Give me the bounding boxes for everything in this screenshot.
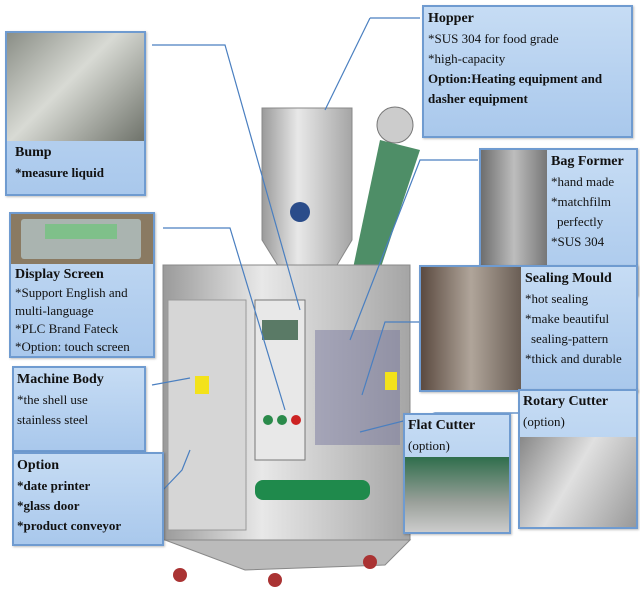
hopper-shape	[261, 107, 353, 286]
flat-cutter-sub: (option)	[408, 438, 450, 453]
bump-photo	[7, 33, 144, 141]
callout-flat-cutter: Flat Cutter (option)	[403, 413, 511, 534]
hopper-title: Hopper	[428, 11, 474, 26]
casters	[173, 555, 377, 587]
hopper-option: dasher equipment	[428, 91, 528, 106]
bump-title: Bump	[15, 145, 52, 160]
option-line: *date printer	[17, 478, 91, 493]
flat-cutter-photo	[405, 457, 509, 532]
callout-display-screen: Display Screen *Support English and mult…	[9, 212, 155, 358]
flat-cutter-title: Flat Cutter	[408, 418, 476, 433]
display-line: *Support English and	[15, 285, 128, 300]
callout-option: Option *date printer *glass door *produc…	[12, 452, 164, 546]
hopper-line: *SUS 304 for food grade	[428, 31, 559, 46]
body-title: Machine Body	[17, 372, 104, 387]
bag-former-line: *matchfilm	[551, 194, 611, 209]
sealing-line: *make beautiful	[525, 311, 610, 326]
callout-machine-body: Machine Body *the shell use stainless st…	[12, 366, 146, 452]
display-photo	[11, 214, 153, 264]
bag-former-line: perfectly	[557, 214, 604, 229]
sealing-line: sealing-pattern	[531, 331, 609, 346]
display-line: multi-language	[15, 303, 94, 318]
hopper-line: *high-capacity	[428, 51, 506, 66]
option-line: *product conveyor	[17, 518, 122, 533]
callout-sealing-mould: Sealing Mould *hot sealing *make beautif…	[419, 265, 638, 392]
rotary-cutter-title: Rotary Cutter	[523, 394, 609, 409]
sealing-line: *thick and durable	[525, 351, 622, 366]
motor	[290, 202, 310, 222]
option-line: *glass door	[17, 498, 80, 513]
callout-hopper: Hopper *SUS 304 for food grade *high-cap…	[422, 5, 633, 138]
display-line: *PLC Brand Fateck	[15, 321, 119, 336]
display-title: Display Screen	[15, 267, 104, 282]
sealing-mould-photo	[421, 267, 521, 390]
bag-former-line: *SUS 304	[551, 234, 605, 249]
callout-rotary-cutter: Rotary Cutter (option)	[518, 389, 638, 529]
callout-bump: Bump *measure liquid	[5, 31, 146, 196]
body-line: stainless steel	[17, 412, 89, 427]
conveyor	[255, 480, 370, 500]
display-line: *Option: touch screen	[15, 339, 130, 354]
hopper-option: Option:Heating equipment and	[428, 71, 603, 86]
rotary-cutter-sub: (option)	[523, 414, 565, 429]
body-line: *the shell use	[17, 392, 88, 407]
bag-former-title: Bag Former	[551, 154, 624, 169]
sealing-line: *hot sealing	[525, 291, 589, 306]
bump-line: *measure liquid	[15, 165, 104, 180]
option-title: Option	[17, 458, 60, 473]
sealing-title: Sealing Mould	[525, 271, 612, 286]
bag-former-line: *hand made	[551, 174, 615, 189]
rotary-cutter-photo	[520, 437, 636, 527]
